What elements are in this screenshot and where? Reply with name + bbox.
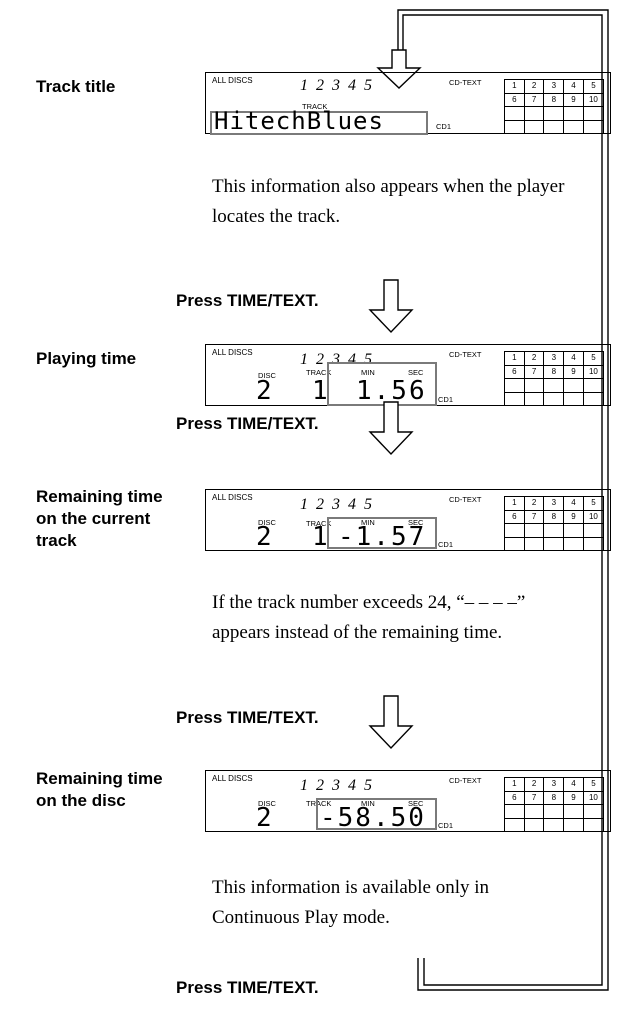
disc-numbers: 1 2 3 4 5 [300, 777, 374, 794]
highlight-frame [327, 517, 437, 549]
press-time-text-3: Press TIME/TEXT. [176, 708, 319, 727]
track-label: TRACK [302, 102, 328, 111]
cd-text-indicator: CD-TEXT [449, 495, 482, 504]
press-time-text-final: Press TIME/TEXT. [176, 978, 319, 997]
time-readout: 1.56 [356, 376, 427, 406]
sec-label: SEC [408, 799, 424, 808]
display-panel-remaining-disc: ALL DISCS 1 2 3 4 5 CD-TEXT DISC TRACK M… [205, 770, 611, 832]
display-panel-remaining-track: ALL DISCS 1 2 3 4 5 CD-TEXT DISC TRACK M… [205, 489, 611, 551]
sec-label: SEC [408, 368, 424, 377]
min-label: MIN [361, 368, 375, 377]
all-discs-indicator: ALL DISCS [212, 76, 253, 85]
step-label-playing-time: Playing time [36, 349, 137, 368]
display-panel-track-title: ALL DISCS 1 2 3 4 5 CD-TEXT TRACK Hitech… [205, 72, 611, 135]
sec-label: SEC [408, 518, 424, 527]
cd-text-indicator: CD-TEXT [449, 776, 482, 785]
step-label-remaining-track: Remaining time on the current track [36, 487, 163, 550]
min-label: MIN [361, 518, 375, 527]
cd1-indicator: CD1 [438, 395, 454, 404]
down-arrow-icon [368, 279, 414, 334]
highlight-frame [327, 362, 437, 406]
highlight-frame [316, 798, 437, 830]
cd1-indicator: CD1 [436, 122, 452, 131]
track-title-readout: HitechBlues [214, 107, 384, 135]
step-label-remaining-disc: Remaining time on the disc [36, 769, 163, 810]
cd-text-indicator: CD-TEXT [449, 78, 482, 87]
note-remaining-track: If the track number exceeds 24, “– – – –… [212, 592, 526, 643]
note-track-title: This information also appears when the p… [212, 176, 565, 227]
down-arrow-icon [376, 49, 422, 89]
track-label: TRACK [306, 368, 332, 377]
down-arrow-icon [368, 695, 414, 750]
min-label: MIN [361, 799, 375, 808]
time-readout: -1.57 [338, 522, 427, 552]
track-label: TRACK [306, 799, 332, 808]
all-discs-indicator: ALL DISCS [212, 493, 253, 502]
down-arrow-icon [368, 401, 414, 456]
track-value: 1 [312, 376, 328, 406]
step-label-track-title: Track title [36, 77, 116, 96]
press-time-text-2: Press TIME/TEXT. [176, 414, 319, 433]
cd-text-indicator: CD-TEXT [449, 350, 482, 359]
time-readout: -58.50 [320, 803, 426, 833]
disc-label: DISC [258, 518, 276, 527]
disc-numbers: 1 2 3 4 5 [300, 496, 374, 513]
track-label: TRACK [306, 519, 332, 528]
all-discs-indicator: ALL DISCS [212, 348, 253, 357]
disc-value: 2 [256, 522, 272, 552]
disc-value: 2 [256, 803, 272, 833]
highlight-frame [210, 111, 428, 135]
disc-label: DISC [258, 799, 276, 808]
cd1-indicator: CD1 [438, 540, 454, 549]
display-panel-playing-time: ALL DISCS 1 2 3 4 5 CD-TEXT DISC TRACK M… [205, 344, 611, 406]
disc-numbers: 1 2 3 4 5 [300, 77, 374, 94]
note-remaining-disc: This information is available only in Co… [212, 877, 490, 928]
disc-label: DISC [258, 371, 276, 380]
cd1-indicator: CD1 [438, 821, 454, 830]
track-value: 1 [312, 522, 328, 552]
disc-value: 2 [256, 376, 272, 406]
press-time-text-1: Press TIME/TEXT. [176, 291, 319, 310]
all-discs-indicator: ALL DISCS [212, 774, 253, 783]
